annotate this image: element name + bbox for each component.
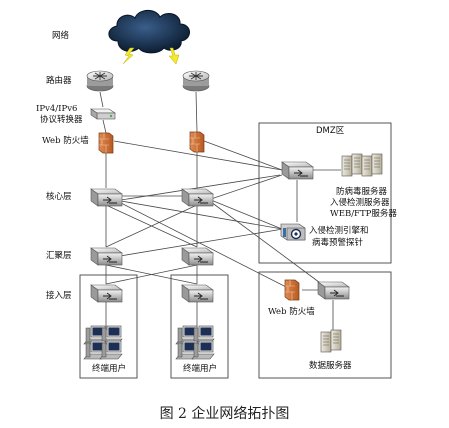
user-pcs-right bbox=[175, 325, 215, 360]
firewall-icon-right bbox=[189, 131, 205, 153]
core-switch-icon-left bbox=[90, 188, 123, 207]
core-layer-label: 核心层 bbox=[46, 192, 72, 202]
lightning-icon-right bbox=[168, 47, 180, 65]
access-layer-label: 接入层 bbox=[46, 291, 72, 301]
dmz-zone-box bbox=[258, 122, 392, 264]
ids-probe-label-line1: 入侵检测引擎和 bbox=[309, 226, 369, 236]
user-group-left-box bbox=[79, 274, 138, 379]
access-switch-icon-left bbox=[90, 284, 123, 303]
network-label: 网络 bbox=[52, 31, 70, 41]
converter-label-line2: 协议转换器 bbox=[40, 115, 83, 125]
router-icon-right bbox=[182, 70, 210, 92]
end-users-label-right: 终端用户 bbox=[182, 364, 217, 374]
core-switch-icon-right bbox=[181, 188, 214, 207]
data-server-zone-box bbox=[258, 271, 392, 379]
protocol-converter-icon bbox=[90, 108, 116, 120]
zone-boxes bbox=[79, 122, 392, 379]
database-server-icon bbox=[320, 329, 342, 353]
figure-caption: 图 2 企业网络拓扑图 bbox=[159, 406, 290, 422]
router-icon-left bbox=[86, 70, 114, 92]
firewall-icon-data-zone bbox=[284, 279, 300, 301]
aggregation-layer-label: 汇聚层 bbox=[46, 251, 72, 261]
dmz-servers-label-line3: WEB/FTP服务器 bbox=[330, 209, 397, 219]
firewall-icon-left bbox=[98, 132, 114, 154]
ids-probe-icon bbox=[280, 223, 306, 241]
connection-lines bbox=[99, 91, 341, 330]
converter-label-line1: IPv4/IPv6 bbox=[36, 104, 78, 114]
dmz-switch-icon bbox=[281, 161, 314, 180]
aggregation-switch-icon-right bbox=[181, 247, 214, 266]
lightning-icon-left bbox=[122, 47, 135, 65]
dmz-servers-label-line1: 防病毒服务器 bbox=[336, 187, 388, 197]
dmz-server-rack-icon bbox=[341, 153, 383, 177]
router-label: 路由器 bbox=[46, 76, 72, 86]
web-firewall-label: Web 防火墙 bbox=[42, 136, 89, 146]
access-switch-icon-right bbox=[181, 284, 214, 303]
user-group-right-box bbox=[170, 274, 229, 379]
ids-probe-label-line2: 病毒预警探针 bbox=[312, 238, 364, 248]
database-server-label: 数据服务器 bbox=[309, 361, 352, 371]
dmz-zone-title: DMZ区 bbox=[316, 126, 345, 136]
end-users-label-left: 终端用户 bbox=[91, 364, 126, 374]
user-pcs-left bbox=[83, 325, 123, 360]
data-zone-firewall-label: Web 防火墙 bbox=[268, 307, 315, 317]
dmz-servers-label-line2: 入侵检测服务器 bbox=[330, 198, 390, 208]
aggregation-switch-icon-left bbox=[90, 247, 123, 266]
data-zone-switch-icon bbox=[317, 281, 350, 300]
internet-cloud bbox=[108, 9, 190, 54]
